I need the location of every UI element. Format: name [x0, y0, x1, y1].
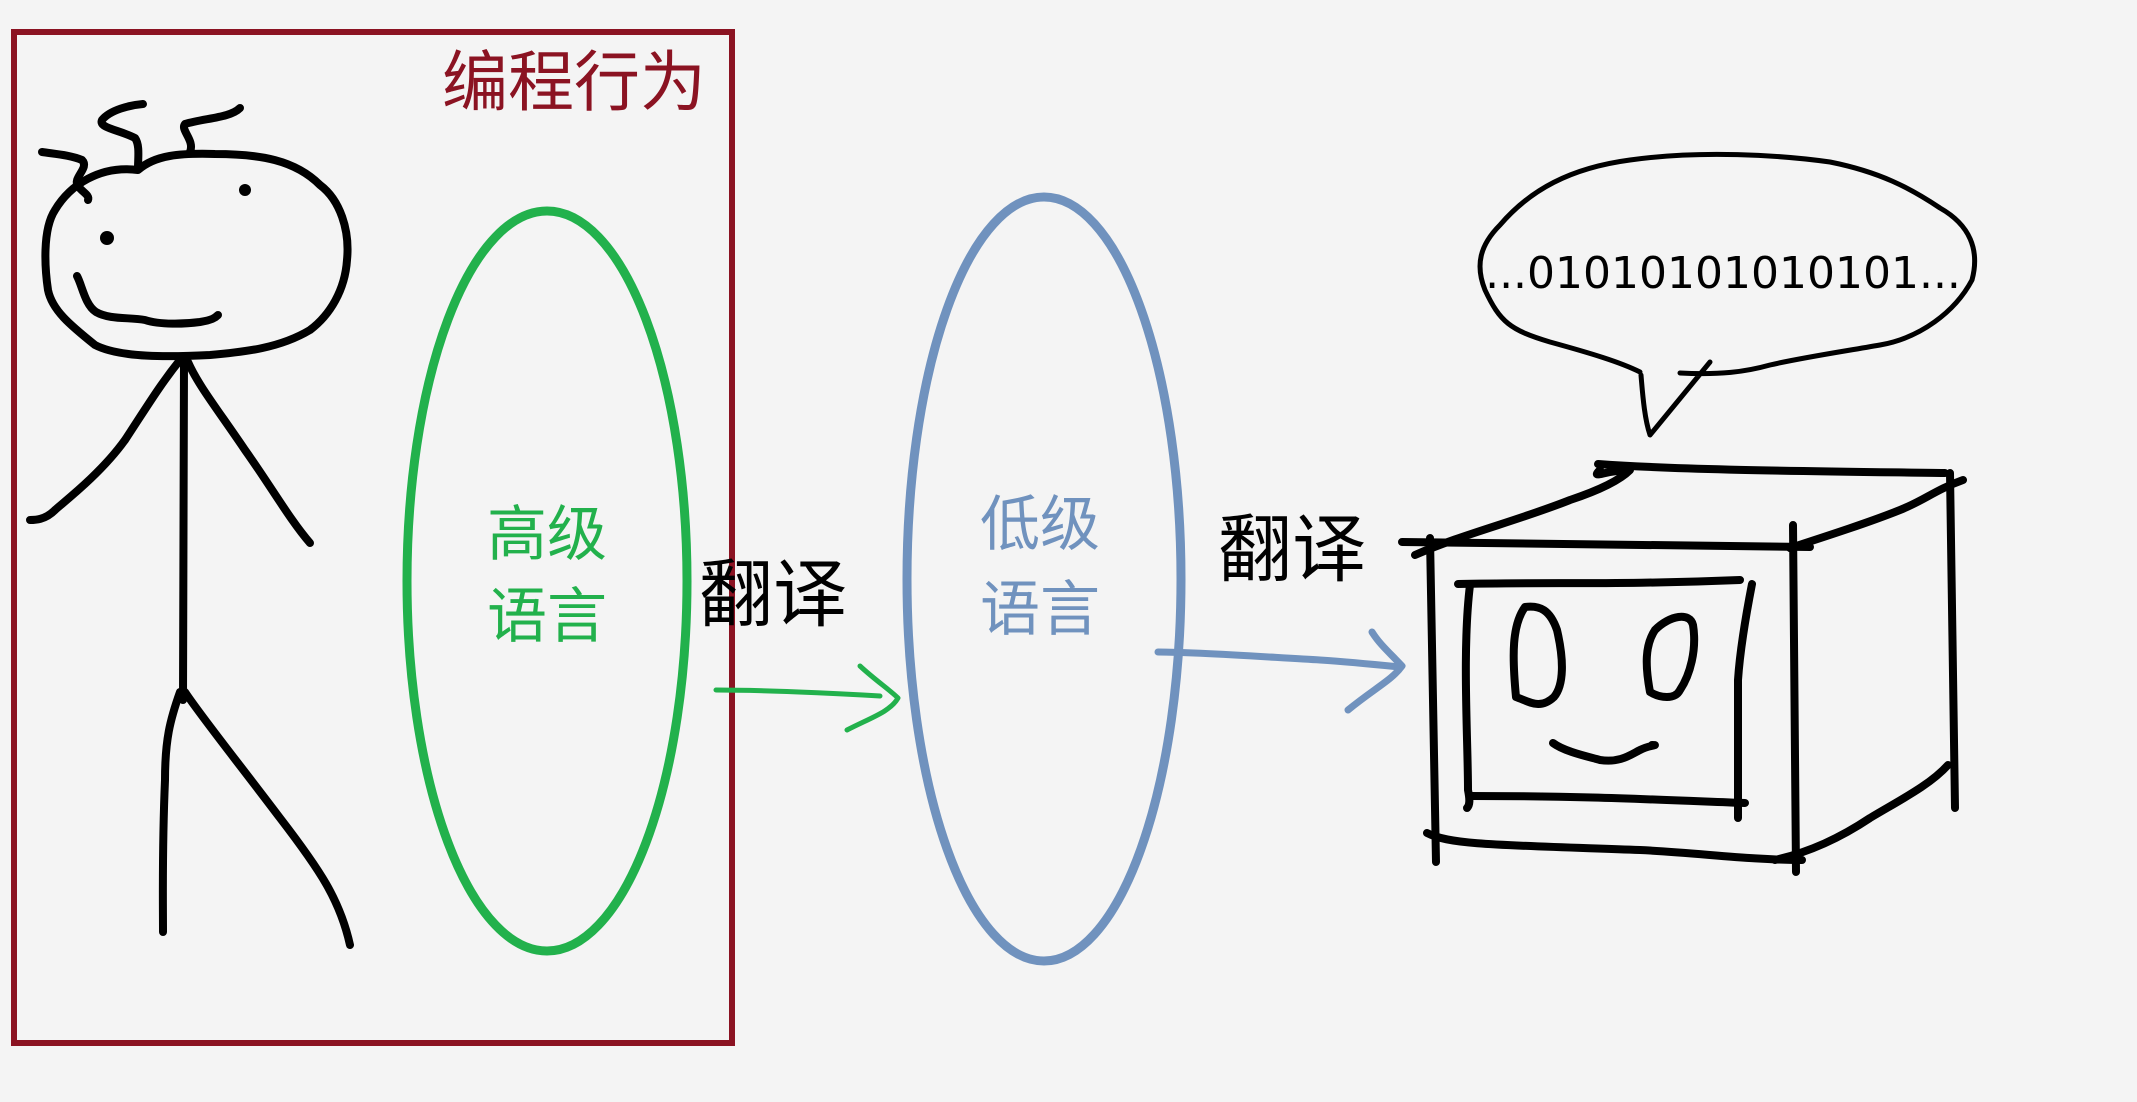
screen-top	[1454, 576, 1744, 588]
translate-arrow-1	[713, 663, 901, 733]
arrow-head	[844, 663, 901, 733]
top-right-edge	[1786, 476, 1967, 552]
frame-title: 编程行为	[442, 44, 706, 121]
head	[41, 149, 352, 361]
back-right-edge	[1946, 469, 1959, 812]
hair-left	[38, 148, 93, 204]
right-eye	[239, 184, 251, 196]
high-level-language-ellipse	[402, 206, 692, 956]
arrow-shaft	[1154, 648, 1404, 671]
screen-smile	[1549, 739, 1659, 765]
screen-bottom	[1466, 792, 1749, 807]
arrow-shaft	[713, 687, 883, 699]
low-level-language-ellipse	[902, 192, 1186, 966]
translate-arrow-2	[1154, 628, 1406, 714]
hair-middle	[97, 100, 147, 172]
left-eye	[100, 231, 114, 245]
screen-left	[1461, 581, 1474, 812]
front-top-edge	[1398, 538, 1814, 551]
arrow-head	[1344, 628, 1406, 714]
translate-label-1: 翻译	[699, 552, 847, 638]
right-screen-eye	[1642, 612, 1699, 701]
hair-right	[180, 104, 244, 156]
programmer-stick-figure	[26, 100, 354, 949]
torso	[179, 354, 188, 704]
low-level-label-line1: 低级	[980, 490, 1100, 560]
speech-bubble-text: ...01010101010101...	[1485, 248, 1961, 299]
front-right-edge	[1789, 521, 1800, 876]
right-leg	[181, 688, 354, 949]
top-back-edge	[1594, 460, 1949, 477]
screen-right	[1734, 580, 1756, 822]
right-arm	[184, 358, 314, 547]
high-level-label-line1: 高级	[487, 500, 607, 570]
high-level-label-line2: 语言	[487, 582, 607, 652]
left-arm	[26, 356, 184, 524]
smile	[73, 272, 222, 328]
left-screen-eye	[1509, 602, 1566, 709]
front-bottom-edge	[1423, 829, 1806, 864]
left-leg	[158, 688, 184, 936]
programming-behavior-frame	[11, 29, 735, 1046]
speech-bubble	[1477, 151, 1978, 438]
top-left-edge	[1411, 466, 1634, 559]
translate-label-2: 翻译	[1218, 507, 1366, 593]
right-bottom-edge	[1771, 761, 1952, 864]
low-level-label-line2: 语言	[980, 575, 1100, 645]
front-left-edge	[1426, 534, 1440, 866]
computer-box	[1398, 460, 1967, 876]
